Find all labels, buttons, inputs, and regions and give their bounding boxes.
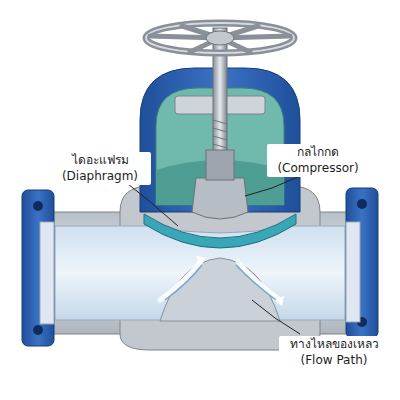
part-label: ไดอะแฟรม (Diaphragm) [49,152,151,185]
part-label: ทางไหลของเหลว (Flow Path) [279,336,389,369]
part-label: กลไกกด (Compressor) [267,144,369,177]
